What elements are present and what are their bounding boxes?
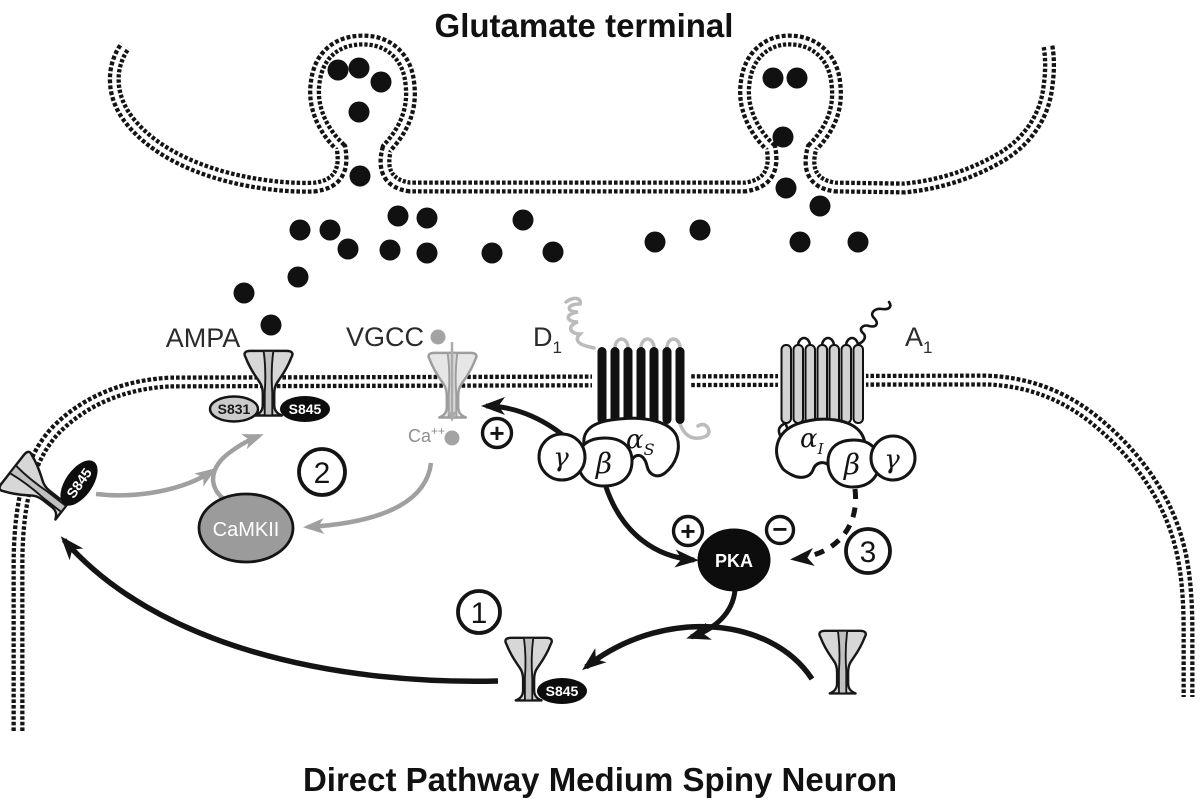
glutamate-dot bbox=[370, 71, 392, 93]
s845-label: S845 bbox=[546, 683, 579, 699]
glutamate-dot bbox=[775, 177, 797, 199]
minus-icon-pka: − bbox=[764, 514, 796, 546]
glutamate-dot bbox=[327, 59, 349, 81]
d1-helix bbox=[636, 347, 646, 424]
g-gamma-label: γ bbox=[553, 443, 569, 473]
vgcc-label: VGCC bbox=[346, 322, 424, 352]
camkii-enzyme bbox=[197, 492, 295, 564]
glutamate-dot bbox=[287, 266, 309, 288]
step-2-number: 2 bbox=[314, 457, 331, 490]
ampa-label: AMPA bbox=[166, 323, 241, 353]
g-alpha-s-label: αS bbox=[626, 425, 655, 459]
a1-helix bbox=[840, 344, 852, 424]
step-1-number: 1 bbox=[471, 597, 488, 630]
arrow-camkii-to-s831 bbox=[211, 433, 264, 510]
d1-helix bbox=[662, 347, 672, 424]
g-gamma-subunit bbox=[869, 434, 917, 482]
glutamate-dot bbox=[379, 239, 401, 261]
glutamate-dot bbox=[289, 219, 311, 241]
glutamate-dot bbox=[349, 165, 371, 187]
glutamate-dots bbox=[233, 57, 869, 336]
glutamate-dot bbox=[809, 195, 831, 217]
glutamate-dot bbox=[416, 207, 438, 229]
g-gamma-subunit bbox=[537, 432, 587, 482]
s845-label: S845 bbox=[289, 401, 322, 417]
glutamate-dot bbox=[542, 241, 564, 263]
step-1-badge: 1 bbox=[456, 589, 502, 635]
glutamate-dot bbox=[644, 231, 666, 253]
glutamate-dot bbox=[260, 314, 282, 336]
plus-icon-pka: + bbox=[671, 514, 705, 548]
g-gamma-label: γ bbox=[884, 445, 900, 475]
glutamate-dot bbox=[233, 282, 255, 304]
d1-helix bbox=[649, 347, 659, 424]
calcium-ion-dot bbox=[430, 329, 446, 345]
d1-helix bbox=[623, 347, 633, 424]
a1-helix bbox=[792, 344, 804, 424]
glutamate-dot bbox=[772, 126, 794, 148]
glutamate-dot bbox=[847, 231, 869, 253]
step-2-badge: 2 bbox=[297, 447, 347, 497]
plus-sign: + bbox=[489, 418, 504, 448]
glutamate-dot bbox=[319, 219, 341, 241]
a1-helix bbox=[804, 344, 816, 424]
s845-site-internal: S845 bbox=[537, 678, 587, 704]
s845-site-membrane: S845 bbox=[280, 396, 330, 422]
glutamate-dot bbox=[689, 219, 711, 241]
glutamate-dot bbox=[762, 67, 784, 89]
arrow-lateral-receptor-to-synapse bbox=[95, 468, 217, 498]
glutamate-dot bbox=[512, 209, 534, 231]
minus-sign: − bbox=[772, 514, 787, 544]
pka-enzyme bbox=[697, 528, 771, 592]
g-beta-subunit bbox=[576, 436, 634, 488]
g-beta-label: β bbox=[595, 447, 612, 480]
plus-icon-vgcc: + bbox=[480, 416, 514, 450]
a1-n-terminus-squiggle bbox=[856, 300, 892, 346]
glutamate-dot bbox=[416, 242, 438, 264]
glutamate-dot bbox=[337, 238, 359, 260]
g-alpha-i-label: αI bbox=[800, 424, 825, 458]
a1-helix bbox=[852, 344, 864, 424]
glutamate-dot bbox=[481, 242, 503, 264]
arrow-pka-output bbox=[686, 589, 738, 640]
a1-helix bbox=[780, 344, 792, 424]
arrow-gs-to-pka bbox=[603, 486, 699, 568]
g-protein-a1: αI β γ bbox=[775, 417, 917, 489]
glutamate-dot bbox=[348, 57, 370, 79]
calcium-ion-dot bbox=[444, 430, 460, 446]
plus-sign: + bbox=[680, 516, 695, 546]
glutamate-dot bbox=[786, 67, 808, 89]
glutamate-dot bbox=[789, 231, 811, 253]
d1-label: D1 bbox=[533, 322, 562, 357]
diagram-footer: Direct Pathway Medium Spiny Neuron bbox=[303, 761, 897, 798]
a1-receptor bbox=[777, 300, 892, 437]
a1-label: A1 bbox=[905, 322, 932, 357]
d1-helix bbox=[675, 347, 685, 424]
presynaptic-membrane bbox=[114, 40, 1049, 188]
reserve-ampa-receptor bbox=[818, 629, 867, 695]
g-beta-label: β bbox=[843, 448, 860, 481]
d1-helix bbox=[610, 347, 620, 424]
glutamate-dot bbox=[387, 205, 409, 227]
step-3-badge: 3 bbox=[844, 527, 892, 575]
g-protein-d1: γ β αS bbox=[537, 416, 680, 488]
s831-site: S831 bbox=[208, 395, 260, 423]
d1-n-terminus-squiggle bbox=[564, 296, 596, 350]
a1-helix bbox=[828, 344, 840, 424]
diagram-title: Glutamate terminal bbox=[435, 7, 734, 44]
d1-c-terminus-squiggle bbox=[678, 422, 711, 440]
camkii-label: CaMKII bbox=[213, 519, 280, 541]
d1-helix bbox=[597, 347, 607, 424]
arrow-calcium-to-camkii bbox=[303, 462, 434, 535]
arrow-s845-to-lateral-membrane bbox=[60, 536, 499, 685]
pka-label: PKA bbox=[715, 551, 753, 571]
step-3-number: 3 bbox=[860, 536, 877, 569]
glutamate-dot bbox=[348, 101, 370, 123]
s831-label: S831 bbox=[218, 401, 251, 417]
a1-helix bbox=[816, 344, 828, 424]
calcium-label: Ca++ bbox=[408, 424, 445, 446]
